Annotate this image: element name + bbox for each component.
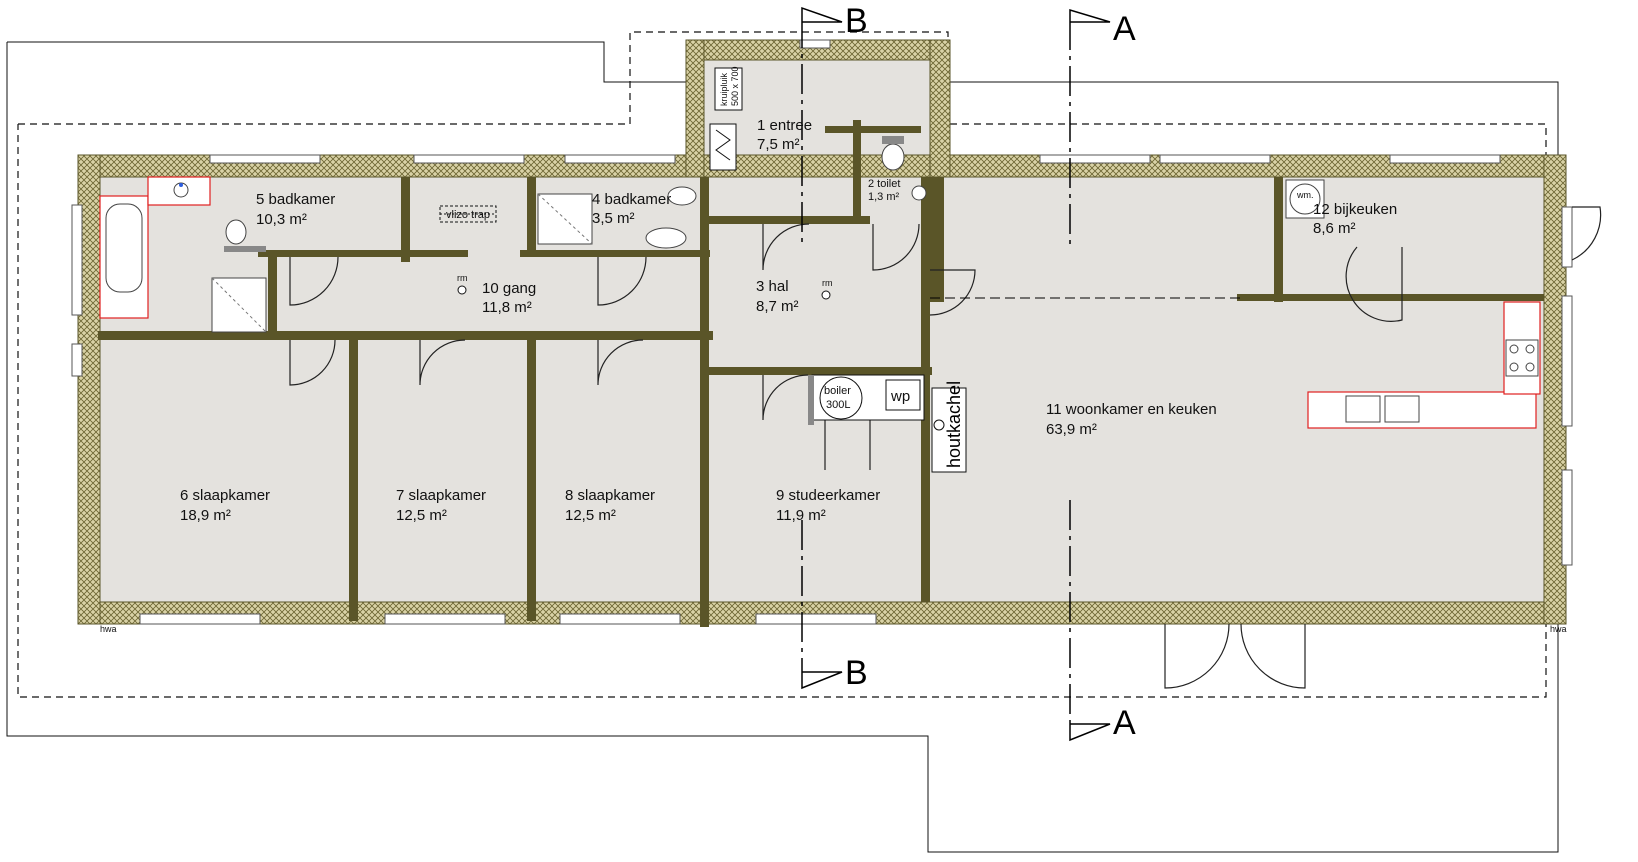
rainwater-outlet-left: hwa: [100, 624, 117, 634]
toilet-5: [225, 219, 247, 245]
heat-pump-label: wp: [890, 388, 910, 405]
room-area-badkamer4: 3,5 m²: [592, 210, 635, 227]
room-label-woonkamer11: 11 woonkamer en keuken: [1046, 401, 1217, 418]
washbasin-4: [645, 227, 687, 249]
plot-outline: [6, 41, 1559, 853]
room-label-badkamer4: 4 badkamer: [592, 191, 671, 208]
room-area-woonkamer11: 63,9 m²: [1046, 421, 1097, 438]
bathroom-5-fixtures: [99, 176, 267, 333]
smoke-detectors: [457, 285, 831, 300]
boiler-label: boiler: [824, 385, 851, 397]
room-area-hal: 8,7 m²: [756, 298, 799, 315]
windows: [71, 39, 1573, 625]
interior-walls: [98, 120, 1544, 627]
room-label-slaapkamer8: 8 slaapkamer: [565, 487, 655, 504]
room-label-slaapkamer7: 7 slaapkamer: [396, 487, 486, 504]
section-b-bottom: B: [845, 654, 868, 692]
section-lines: [801, 6, 1240, 742]
room-area-entree: 7,5 m²: [757, 136, 800, 153]
roof-overhang: [17, 31, 1547, 698]
attic-stair-label: vlizo trap: [446, 209, 490, 221]
smoke-detector-label-gang: rm: [457, 273, 468, 283]
room-area-slaapkamer8: 12,5 m²: [565, 507, 616, 524]
room-label-hal: 3 hal: [756, 278, 789, 295]
room-label-slaapkamer6: 6 slaapkamer: [180, 487, 270, 504]
room-area-badkamer5: 10,3 m²: [256, 211, 307, 228]
crawl-hatch: [714, 67, 743, 111]
room-area-gang10: 11,8 m²: [482, 299, 532, 316]
sink-right: [1384, 395, 1420, 423]
room-label-bijkeuken12: 12 bijkeuken: [1313, 201, 1397, 218]
room-area-slaapkamer6: 18,9 m²: [180, 507, 231, 524]
washer: [1285, 179, 1325, 219]
room-label-gang10: 10 gang: [482, 280, 536, 297]
kitchen-counter: [1307, 391, 1537, 429]
smoke-detector-label-hal: rm: [822, 278, 833, 288]
kitchen: [1307, 301, 1541, 429]
crawl-hatch-label: kruipluik: [719, 72, 729, 106]
sink-left: [1345, 395, 1381, 423]
toilet-2-fixtures: [881, 136, 927, 201]
entree-fixtures: [709, 67, 743, 171]
section-a-bottom: A: [1113, 704, 1136, 742]
section-a-top: A: [1113, 10, 1136, 48]
rainwater-outlet-right: hwa: [1550, 624, 1567, 634]
meter-cabinet: [709, 123, 737, 171]
crawl-hatch-size-label: 500 x 700: [730, 66, 740, 106]
heat-pump-icon: [885, 379, 921, 411]
utility-units: [808, 374, 967, 473]
doors: [289, 206, 1602, 689]
room-area-toilet: 1,3 m²: [868, 191, 900, 203]
washer-label: wm.: [1296, 190, 1314, 200]
room-area-slaapkamer7: 12,5 m²: [396, 507, 447, 524]
section-b-top: B: [845, 2, 868, 40]
room-label-toilet: 2 toilet: [868, 178, 900, 190]
room-label-badkamer5: 5 badkamer: [256, 191, 335, 208]
cooktop: [1505, 339, 1539, 377]
room-area-studeerkamer9: 11,9 m²: [776, 507, 826, 524]
boiler-icon: [819, 376, 863, 420]
boiler-capacity-label: 300L: [826, 399, 850, 411]
stove-label: houtkachel: [944, 381, 964, 468]
room-label-entree: 1 entree: [757, 117, 812, 134]
room-label-studeerkamer9: 9 studeerkamer: [776, 487, 880, 504]
toilet-4: [667, 186, 697, 206]
bathroom-4-fixtures: [537, 186, 697, 249]
room-area-bijkeuken12: 8,6 m²: [1313, 220, 1356, 237]
attic-stair: [439, 205, 497, 223]
